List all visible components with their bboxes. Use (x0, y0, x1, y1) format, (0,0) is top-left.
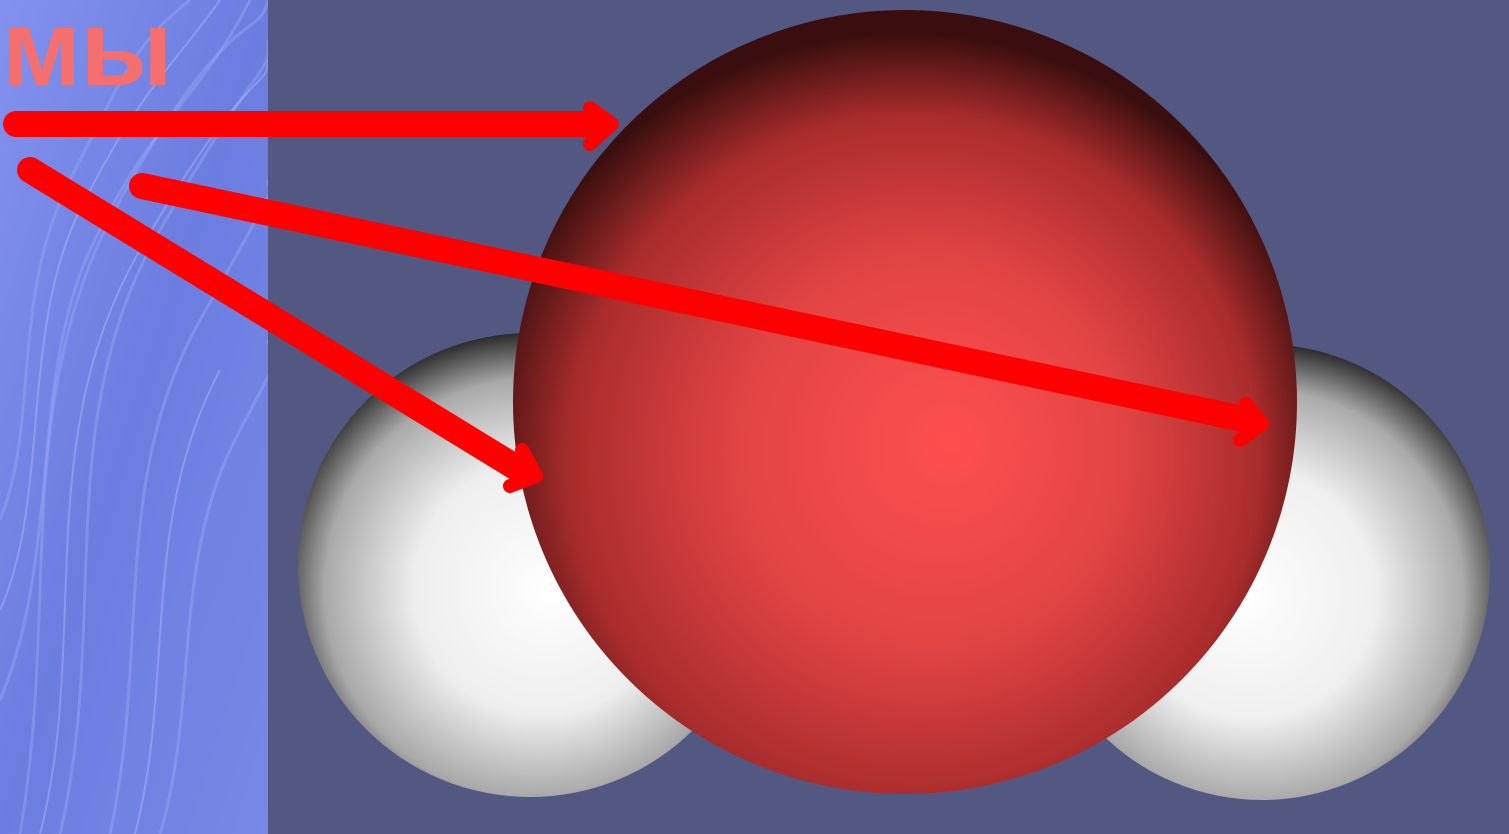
arrow-to-left-hydrogen (17, 157, 543, 493)
left-decorative-panel (0, 0, 268, 834)
oxygen-atom (513, 10, 1297, 794)
swirl-pattern (0, 0, 268, 834)
arrow-to-right-hydrogen (129, 173, 1269, 447)
arrow-to-oxygen (3, 101, 619, 151)
slide-title: омы (0, 0, 173, 108)
